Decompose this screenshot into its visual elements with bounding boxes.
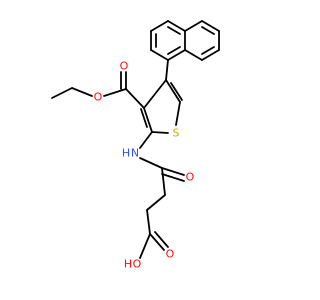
bond (167, 26, 181, 35)
bond (146, 194, 166, 211)
bond (184, 20, 203, 32)
bond (140, 108, 148, 128)
bond (139, 233, 151, 259)
thiophene-ring (140, 79, 183, 134)
bond (167, 20, 186, 32)
butanoic-acid-chain (139, 194, 169, 259)
bond (143, 107, 153, 133)
bond (170, 82, 183, 101)
bond (167, 49, 186, 61)
structure-canvas: O O S H N O O H O (51, 20, 220, 271)
bond-naphthyl-thiophene (165, 59, 169, 81)
bond (51, 87, 73, 99)
bond (71, 87, 93, 97)
bond (151, 131, 169, 134)
atom-h-amide: H (122, 147, 130, 160)
naphthalene-ring-b (184, 20, 220, 61)
naphthalene-ring-a (150, 20, 186, 61)
bond (201, 20, 220, 32)
bond (201, 49, 220, 61)
atom-o-ester-ether: O (94, 91, 103, 104)
bond (154, 231, 169, 248)
amide-group (139, 131, 185, 196)
bond (161, 173, 185, 182)
bond (150, 49, 169, 61)
atom-o-acid-hydroxyl: O (133, 258, 142, 271)
bond (161, 167, 185, 176)
atom-n-amide: N (131, 147, 139, 160)
bond (103, 88, 127, 97)
bond (139, 157, 163, 169)
bond (139, 131, 153, 149)
atom-o-amide: O (186, 171, 195, 184)
bond (184, 49, 203, 61)
ethyl-ester-group (51, 71, 145, 109)
bond (175, 101, 181, 126)
molecule-drawing: O O S H N O O H O (51, 20, 220, 271)
atom-o-acid-carbonyl: O (166, 248, 175, 261)
bond (149, 233, 165, 251)
atom-o-ester-carbonyl: O (120, 60, 129, 73)
bond (125, 88, 145, 109)
bond (150, 20, 169, 32)
bond (161, 167, 166, 196)
bond (167, 46, 181, 55)
bond (146, 209, 151, 235)
bond (201, 46, 215, 55)
atom-h-acid: H (124, 258, 132, 271)
bond (143, 79, 167, 109)
atom-s-thiophene: S (173, 127, 180, 140)
bond (165, 79, 181, 103)
bond (201, 26, 215, 35)
